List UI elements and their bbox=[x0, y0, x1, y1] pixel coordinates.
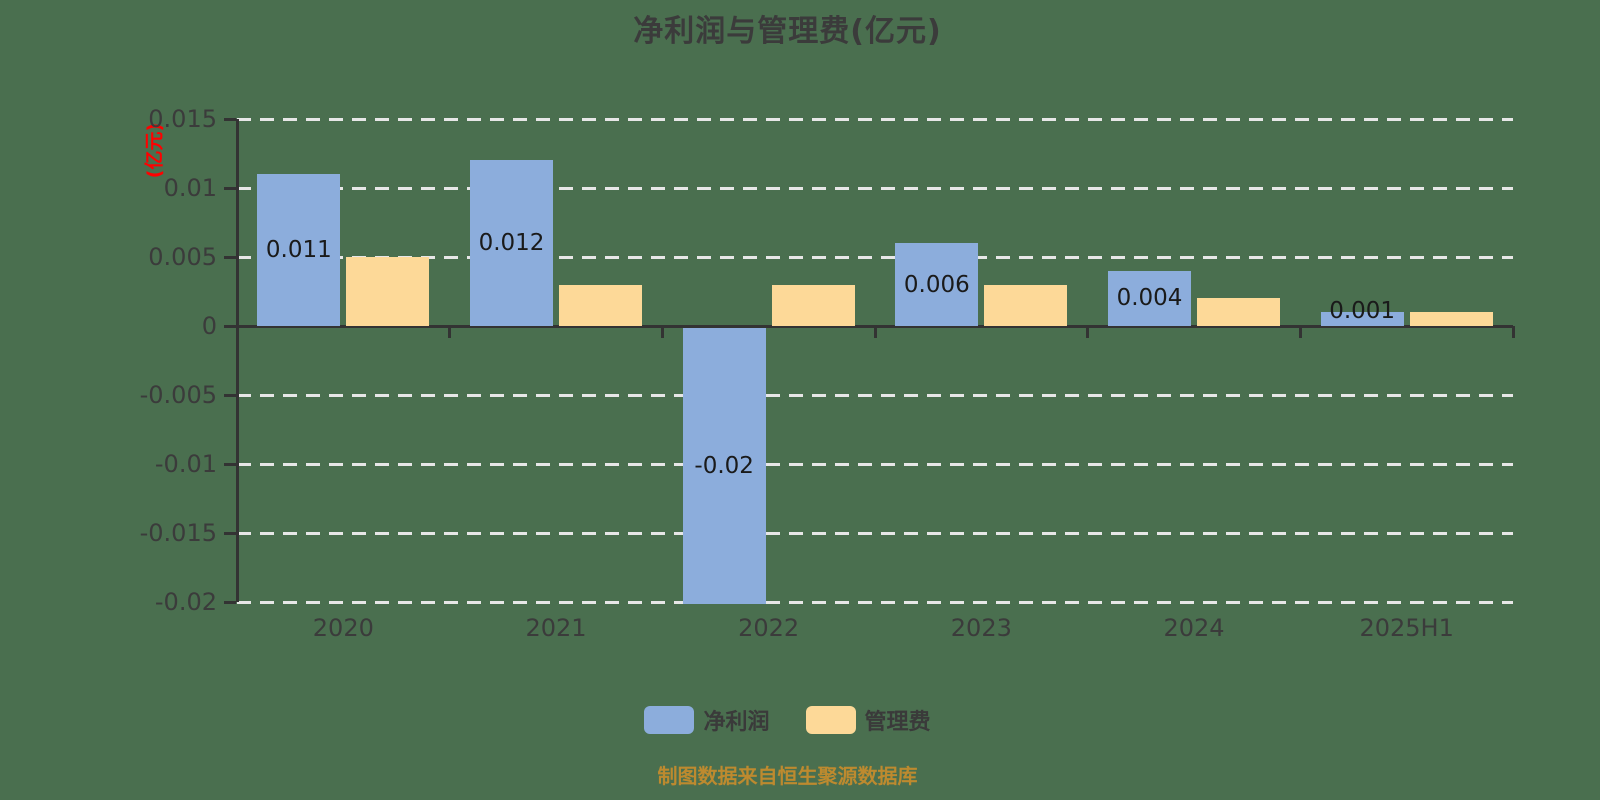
chart-title: 净利润与管理费(亿元) bbox=[633, 14, 942, 49]
y-axis-tick--0.005 bbox=[224, 393, 236, 397]
legend-swatch-mgmt-fee bbox=[805, 706, 856, 734]
bar-mgmt-fee-2025H1 bbox=[1409, 312, 1493, 326]
legend-label-net-profit: 净利润 bbox=[703, 710, 770, 735]
y-axis-tick--0.015 bbox=[224, 531, 236, 535]
y-axis-tick-0.01 bbox=[224, 186, 236, 190]
y-tick-label-0.005: 0.005 bbox=[148, 243, 217, 271]
gridline--0.005 bbox=[237, 393, 1513, 397]
y-axis-tick--0.02 bbox=[224, 600, 236, 604]
y-tick-label--0.005: -0.005 bbox=[139, 381, 217, 409]
x-tick-label-2020: 2020 bbox=[312, 614, 374, 642]
y-tick-label-0.01: 0.01 bbox=[163, 174, 217, 202]
gridline-0.015 bbox=[237, 117, 1513, 121]
gridline-0.01 bbox=[237, 186, 1513, 190]
x-tick-label-2021: 2021 bbox=[525, 614, 587, 642]
legend-item-net-profit[interactable]: 净利润 bbox=[644, 704, 770, 736]
bar-value-label-net-profit-2021: 0.012 bbox=[478, 230, 545, 257]
bar-value-label-net-profit-2020: 0.011 bbox=[265, 237, 332, 264]
y-axis-tick-0.005 bbox=[224, 255, 236, 259]
legend: 净利润 管理费 bbox=[0, 704, 1575, 736]
x-tick-label-2022: 2022 bbox=[738, 614, 800, 642]
gridline--0.015 bbox=[237, 531, 1513, 535]
bar-value-label-net-profit-2024: 0.004 bbox=[1116, 285, 1183, 312]
x-axis-tick-0 bbox=[235, 326, 239, 338]
x-axis-tick-4 bbox=[1086, 326, 1090, 338]
bar-net-profit-2024 bbox=[1108, 270, 1191, 326]
gridline--0.02 bbox=[237, 600, 1513, 604]
bar-value-label-net-profit-2023: 0.006 bbox=[903, 271, 970, 298]
bar-net-profit-2021 bbox=[470, 160, 553, 326]
x-axis-tick-6 bbox=[1511, 326, 1515, 338]
y-tick-label--0.015: -0.015 bbox=[139, 519, 217, 547]
plot-area: 0.015 0.01 0.005 0 -0.005 -0.01 -0.015 -0.02 202… bbox=[140, 105, 1515, 642]
bar-mgmt-fee-2020 bbox=[346, 257, 430, 326]
y-tick-label-0: 0 bbox=[201, 312, 217, 340]
bar-net-profit-2022 bbox=[682, 327, 766, 604]
x-tick-label-2023: 2023 bbox=[950, 614, 1012, 642]
bar-net-profit-2025H1 bbox=[1320, 312, 1404, 326]
bar-value-label-net-profit-2022: -0.02 bbox=[694, 452, 754, 479]
y-axis-line bbox=[236, 119, 239, 602]
bar-net-profit-2020 bbox=[257, 174, 341, 326]
y-axis-tick--0.01 bbox=[224, 462, 236, 466]
bar-net-profit-2023 bbox=[895, 243, 979, 326]
x-axis-tick-3 bbox=[873, 326, 877, 338]
y-axis-tick-0.015 bbox=[224, 117, 236, 121]
bar-mgmt-fee-2024 bbox=[1197, 298, 1280, 326]
y-tick-label-0.015: 0.015 bbox=[148, 105, 217, 133]
x-axis-tick-1 bbox=[448, 326, 452, 338]
x-axis-tick-5 bbox=[1298, 326, 1302, 338]
y-axis-tick-0 bbox=[224, 324, 236, 328]
legend-item-mgmt-fee[interactable]: 管理费 bbox=[805, 704, 931, 736]
gridline-0.005 bbox=[237, 255, 1513, 259]
gridline--0.01 bbox=[237, 462, 1513, 466]
x-axis-tick-2 bbox=[660, 326, 664, 338]
data-source-note: 制图数据来自恒生聚源数据库 bbox=[657, 764, 918, 788]
x-tick-label-2024: 2024 bbox=[1163, 614, 1225, 642]
bar-value-label-net-profit-2025H1: 0.001 bbox=[1329, 298, 1396, 324]
x-tick-label-2025H1: 2025H1 bbox=[1359, 614, 1454, 642]
bar-mgmt-fee-2021 bbox=[559, 284, 642, 326]
y-tick-label--0.02: -0.02 bbox=[154, 588, 217, 616]
legend-label-mgmt-fee: 管理费 bbox=[864, 710, 931, 735]
legend-swatch-net-profit bbox=[644, 706, 695, 734]
bar-mgmt-fee-2022 bbox=[771, 284, 855, 326]
y-tick-label--0.01: -0.01 bbox=[154, 450, 217, 478]
bar-mgmt-fee-2023 bbox=[984, 284, 1068, 326]
